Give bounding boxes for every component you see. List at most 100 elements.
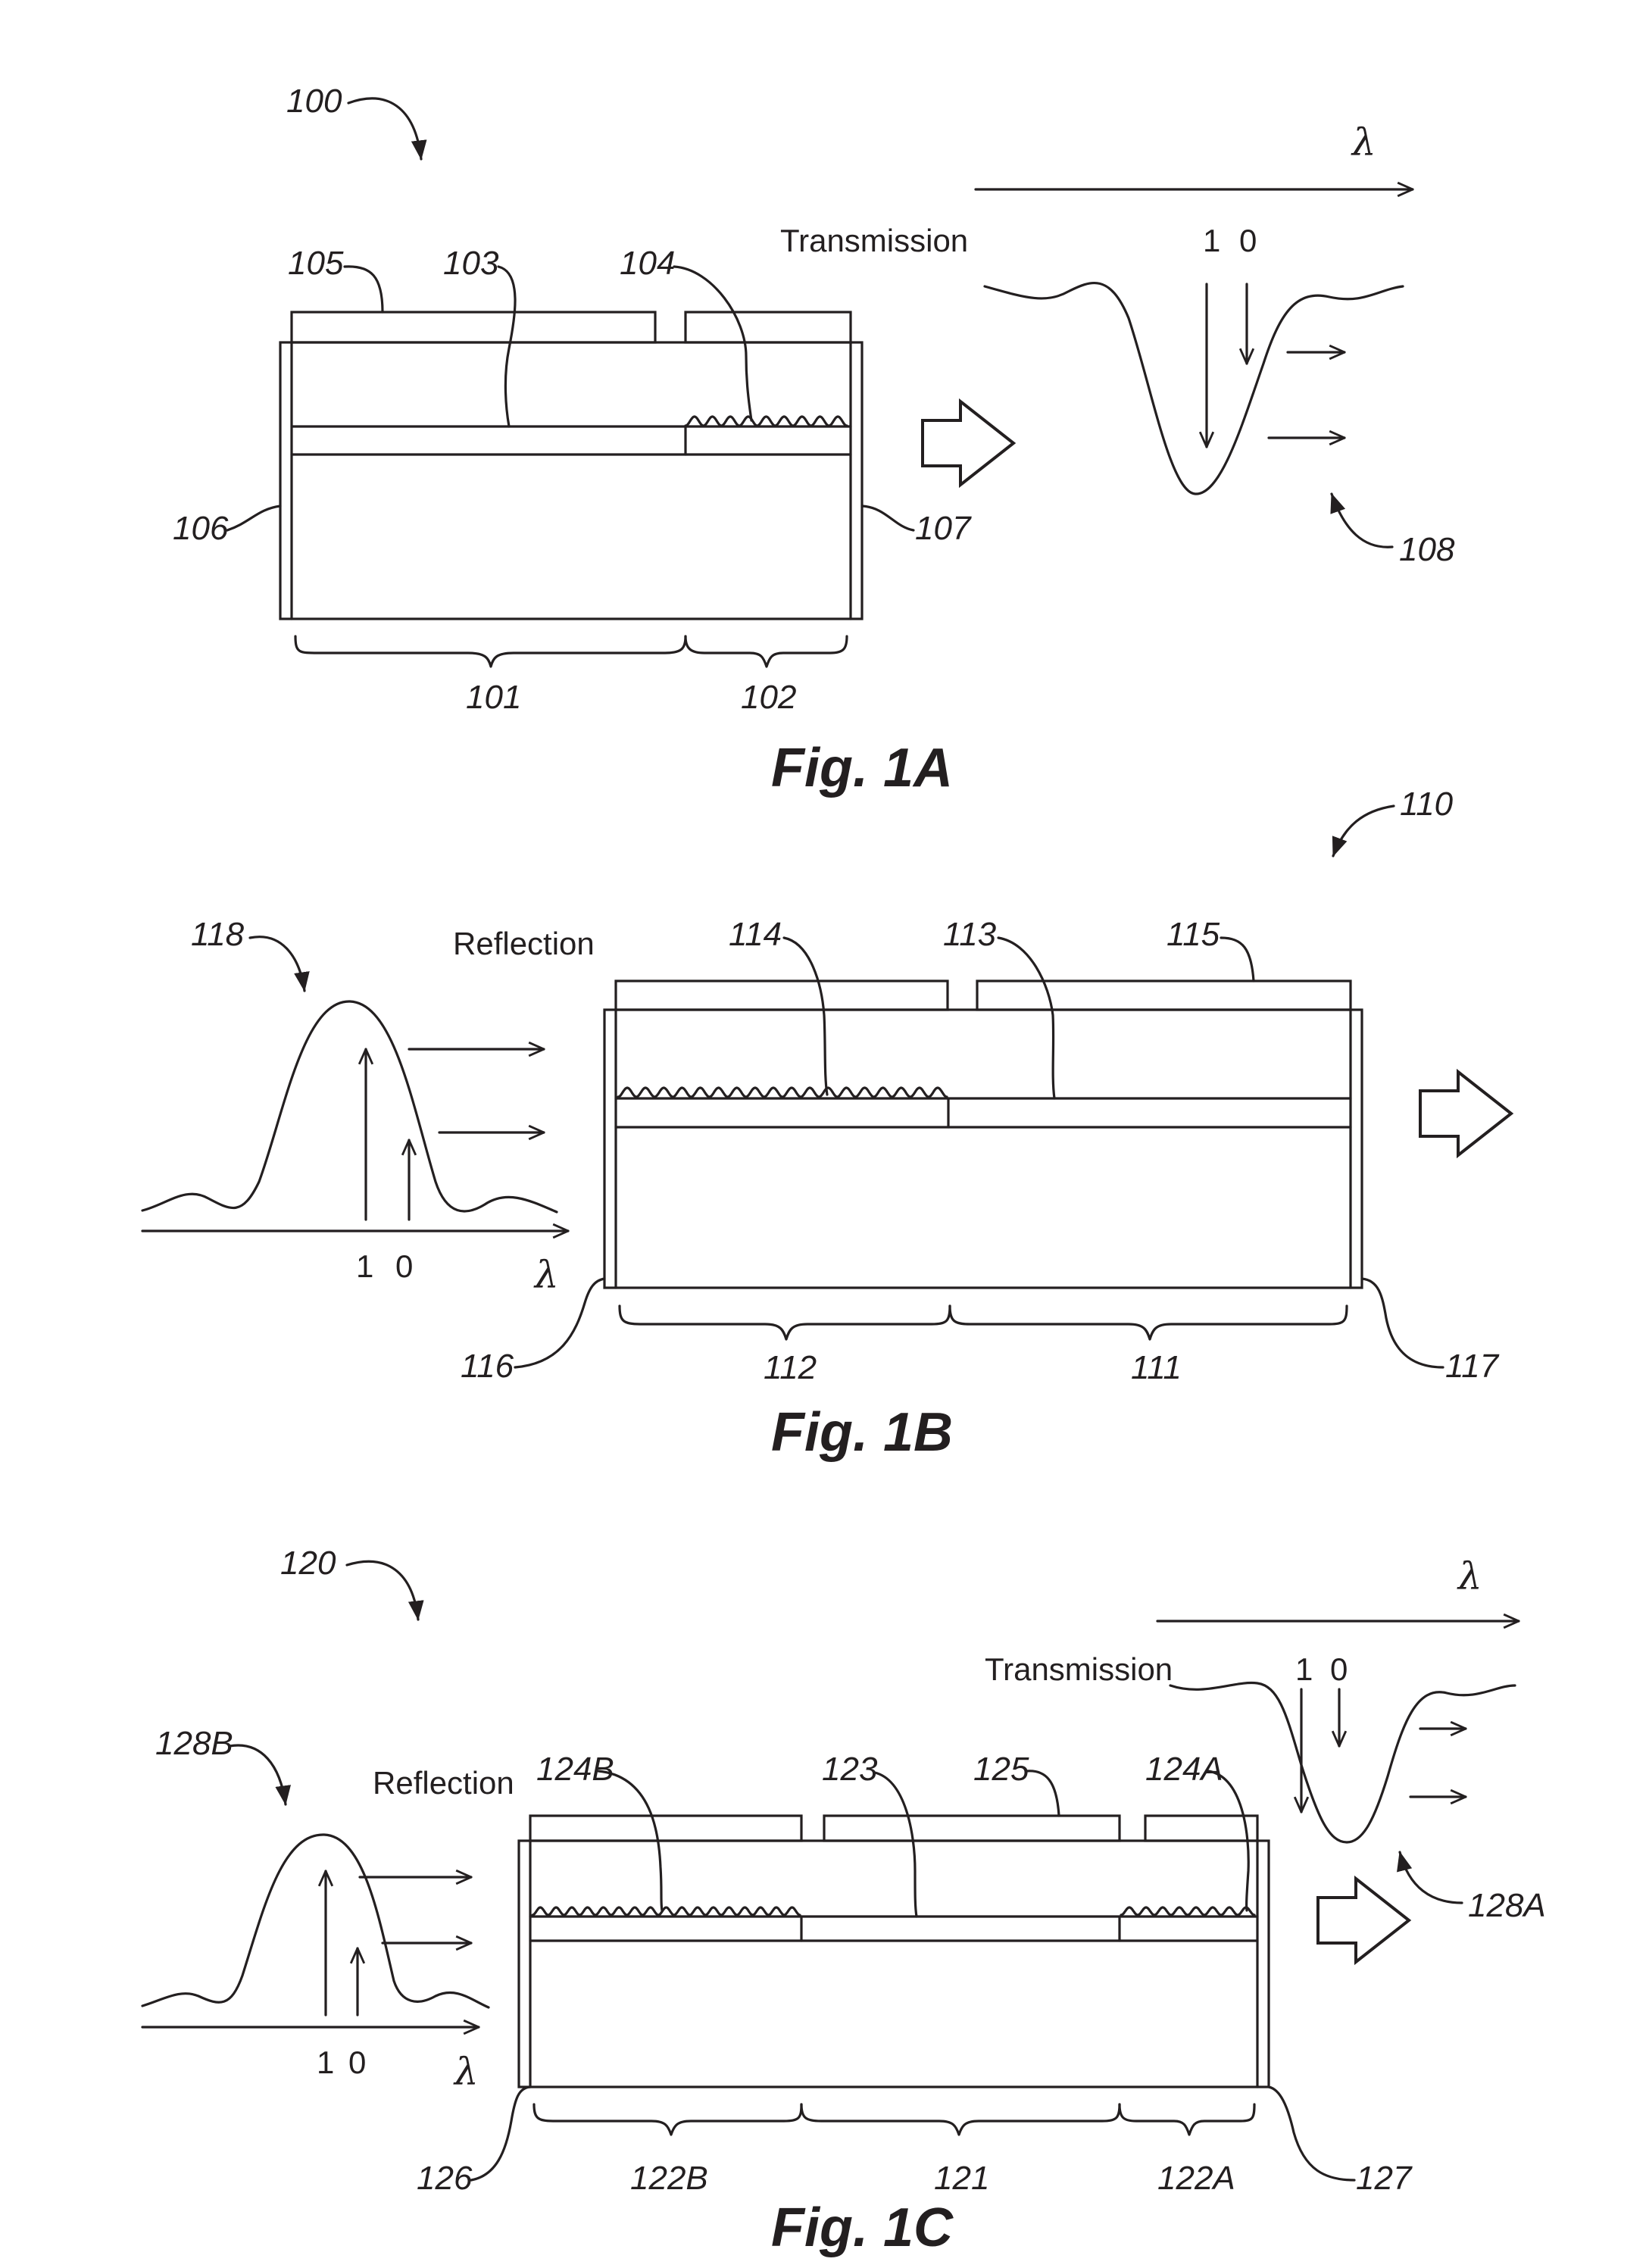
ref-107-label: 107 bbox=[915, 510, 972, 547]
transmission-label: Transmission bbox=[780, 223, 968, 258]
lambda-axis-label: λ bbox=[533, 1253, 559, 1297]
ref-126-label: 126 bbox=[417, 2160, 473, 2197]
figure-1a: 100 105 103 104 106 107 101 102 bbox=[173, 83, 1455, 798]
ref-120-label: 120 bbox=[280, 1545, 336, 1582]
level-0-label: 0 bbox=[1239, 223, 1257, 258]
reflection-label: Reflection bbox=[373, 1765, 514, 1801]
brace-101 bbox=[295, 636, 686, 667]
ref-111-label: 111 bbox=[1131, 1349, 1182, 1386]
device-1c bbox=[519, 1816, 1269, 2087]
figure-1b: 110 118 Reflection λ 1 0 114 113 bbox=[142, 786, 1511, 1463]
ref-106-label: 106 bbox=[173, 510, 229, 547]
gain-electrode bbox=[824, 1816, 1120, 1841]
reflection-label: Reflection bbox=[453, 926, 595, 961]
grating-a-electrode bbox=[1145, 1816, 1257, 1841]
grating-b-electrode bbox=[530, 1816, 801, 1841]
brace-121 bbox=[801, 2104, 1120, 2135]
ref-103-leader bbox=[498, 267, 515, 426]
dbr-grating-a bbox=[1121, 1907, 1254, 1915]
lambda-axis-label: λ bbox=[1351, 120, 1376, 164]
brace-102 bbox=[686, 636, 847, 667]
ref-120-leader bbox=[347, 1561, 418, 1620]
level-1-right-label: 1 bbox=[1295, 1651, 1313, 1687]
ref-106-leader bbox=[227, 506, 280, 530]
ref-117-label: 117 bbox=[1445, 1348, 1500, 1385]
ref-122b-label: 122B bbox=[630, 2160, 708, 2197]
ref-115-leader bbox=[1221, 938, 1254, 981]
brace-122a bbox=[1120, 2104, 1254, 2135]
output-arrow-icon bbox=[923, 401, 1013, 485]
ref-118-label: 118 bbox=[191, 916, 245, 953]
level-0-right-label: 0 bbox=[1330, 1651, 1348, 1687]
ref-115-label: 115 bbox=[1166, 916, 1220, 953]
ref-105-label: 105 bbox=[288, 245, 344, 282]
ref-126-leader bbox=[471, 2087, 530, 2180]
ref-122a-label: 122A bbox=[1157, 2160, 1235, 2197]
figure-1b-caption: Fig. 1B bbox=[771, 1402, 953, 1463]
ref-116-label: 116 bbox=[461, 1348, 514, 1385]
lambda-axis-label-left: λ bbox=[453, 2050, 479, 2094]
ref-116-leader bbox=[515, 1279, 604, 1367]
ref-110-leader bbox=[1333, 806, 1394, 856]
ref-103-label: 103 bbox=[443, 245, 499, 282]
ref-112-label: 112 bbox=[764, 1349, 817, 1386]
ref-113-label: 113 bbox=[943, 916, 997, 953]
device-1a bbox=[280, 312, 862, 619]
ref-123-leader bbox=[875, 1773, 917, 1917]
ref-102-label: 102 bbox=[741, 679, 796, 716]
ref-114-label: 114 bbox=[729, 916, 782, 953]
ref-113-leader bbox=[998, 938, 1054, 1098]
dbr-grating bbox=[618, 1088, 947, 1097]
ref-128b-label: 128B bbox=[155, 1725, 233, 1762]
gain-electrode bbox=[292, 312, 655, 342]
brace-122b bbox=[534, 2104, 801, 2135]
level-0-left-label: 0 bbox=[348, 2045, 366, 2080]
ref-110-label: 110 bbox=[1400, 786, 1454, 823]
brace-112 bbox=[620, 1306, 950, 1339]
ref-101-label: 101 bbox=[466, 679, 521, 716]
ref-108-leader bbox=[1332, 494, 1392, 547]
ref-117-leader bbox=[1362, 1279, 1443, 1367]
dbr-grating bbox=[686, 417, 847, 426]
grating-electrode bbox=[616, 981, 948, 1010]
device-1b bbox=[604, 981, 1362, 1288]
dbr-grating-b bbox=[532, 1907, 800, 1915]
ref-128a-label: 128A bbox=[1468, 1887, 1546, 1924]
ref-121-label: 121 bbox=[934, 2160, 989, 2197]
ref-128a-leader bbox=[1400, 1852, 1462, 1903]
level-1-label: 1 bbox=[1203, 223, 1220, 258]
ref-114-leader bbox=[784, 938, 827, 1095]
output-arrow-icon bbox=[1420, 1072, 1511, 1155]
ref-105-leader bbox=[345, 267, 383, 312]
ref-107-leader bbox=[862, 506, 914, 530]
ref-124a-label: 124A bbox=[1145, 1751, 1223, 1788]
level-0-label: 0 bbox=[395, 1248, 413, 1284]
level-1-left-label: 1 bbox=[317, 2045, 334, 2080]
ref-127-leader bbox=[1269, 2087, 1354, 2180]
figure-1a-caption: Fig. 1A bbox=[771, 738, 953, 798]
ref-125-leader bbox=[1026, 1771, 1059, 1816]
ref-104-label: 104 bbox=[620, 245, 675, 282]
device-body bbox=[604, 1010, 1362, 1288]
figure-1c: 120 λ Transmission 1 0 128A 128B Reflect… bbox=[142, 1545, 1546, 2258]
figure-1c-caption: Fig. 1C bbox=[771, 2198, 954, 2258]
lambda-axis-label-right: λ bbox=[1457, 1554, 1482, 1598]
brace-111 bbox=[950, 1306, 1347, 1339]
output-arrow-icon bbox=[1318, 1879, 1409, 1962]
reflection-curve bbox=[142, 1001, 557, 1212]
device-body bbox=[519, 1841, 1269, 2087]
ref-123-label: 123 bbox=[822, 1751, 878, 1788]
transmission-label: Transmission bbox=[985, 1651, 1173, 1687]
ref-128b-leader bbox=[230, 1745, 286, 1804]
ref-125-label: 125 bbox=[973, 1751, 1029, 1788]
ref-108-label: 108 bbox=[1399, 531, 1455, 568]
ref-127-label: 127 bbox=[1356, 2160, 1413, 2197]
device-body bbox=[280, 342, 862, 619]
ref-124b-label: 124B bbox=[536, 1751, 614, 1788]
ref-100-label: 100 bbox=[286, 83, 342, 120]
ref-118-leader bbox=[250, 937, 305, 991]
ref-100-leader bbox=[348, 98, 421, 159]
gain-electrode bbox=[977, 981, 1351, 1010]
transmission-curve bbox=[985, 283, 1403, 494]
